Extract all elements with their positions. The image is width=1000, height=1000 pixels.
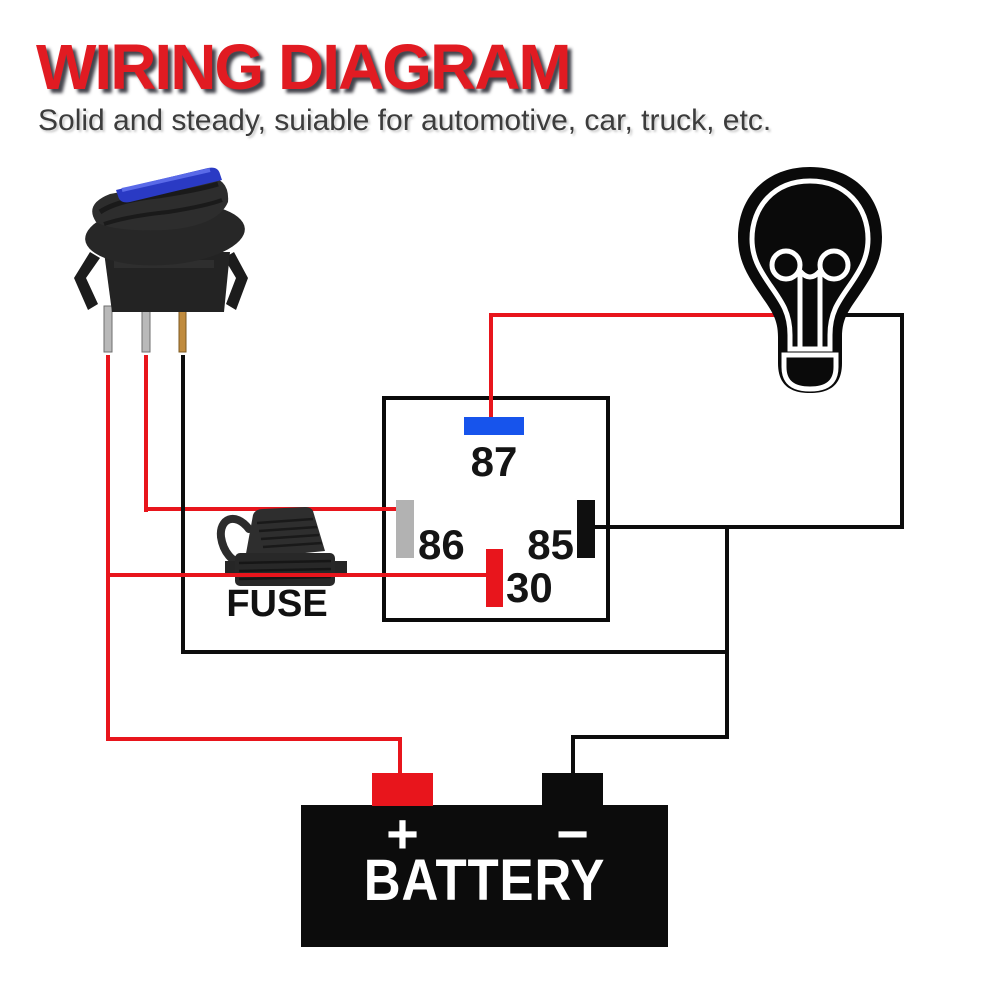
relay-terminal-86-label: 86 [418,521,465,568]
relay-terminal-86-bar [396,500,414,558]
relay-terminal-30-label: 30 [506,564,553,611]
relay-terminal-30-bar [486,549,503,607]
bulb-filament-legs [797,269,823,349]
wire-red-to-bulb [489,313,788,317]
wire-black-bulb-right-down [900,315,904,529]
wire-black-branch-down [725,525,729,739]
page-title: WIRING DIAGRAM [36,31,572,103]
battery-negative-terminal [542,773,603,806]
switch-pin-middle [141,305,151,353]
wire-black-85-to-bulb-horizontal [593,525,904,529]
wire-red-through-fuse-to-30 [106,573,488,577]
battery-minus-symbol: − [556,802,589,865]
fuse-holder-icon [216,507,347,586]
light-bulb-icon [738,167,882,393]
wire-red-to-battery-horizontal [106,737,402,741]
wire-black-into-battery-negative [571,735,575,779]
battery-positive-terminal [372,773,433,806]
wire-red-switchpin2-down [144,355,148,512]
bulb-filament-loop-right [817,248,851,282]
wire-black-switchpin3-down [181,355,185,654]
wire-black-to-battery-horizontal [571,735,729,739]
wire-red-87-up [489,316,493,420]
bulb-base [781,352,839,392]
switch-clip-left [74,252,100,310]
wire-red-into-battery-positive [398,737,402,779]
switch-pin-left [103,305,113,353]
fuse-cap [245,507,325,559]
rocker-switch-icon [74,167,248,353]
bulb-filament-loop-left [769,248,803,282]
wire-red-switchpin1-down [106,355,110,741]
battery-block [301,805,668,947]
bulb-silhouette [738,167,882,393]
relay-terminal-85-bar [577,500,595,558]
page-subtitle: Solid and steady, suiable for automotive… [38,104,772,137]
switch-rocker-blue [116,167,222,203]
relay-terminal-87-label: 87 [470,438,518,485]
wire-black-switch-to-junction [181,650,729,654]
switch-clip-right [224,252,248,310]
bulb-outline [749,178,871,352]
fuse-label: FUSE [226,583,328,625]
battery-plus-symbol: + [386,802,419,865]
wire-black-bulb-right-horizontal [842,313,904,317]
switch-pin-right [178,305,187,353]
relay-terminal-85-label: 85 [527,521,574,568]
battery-label: BATTERY [363,848,606,913]
fuse-wire-loop [216,514,253,566]
relay-box [382,396,610,622]
relay-terminal-87-bar [464,417,524,435]
